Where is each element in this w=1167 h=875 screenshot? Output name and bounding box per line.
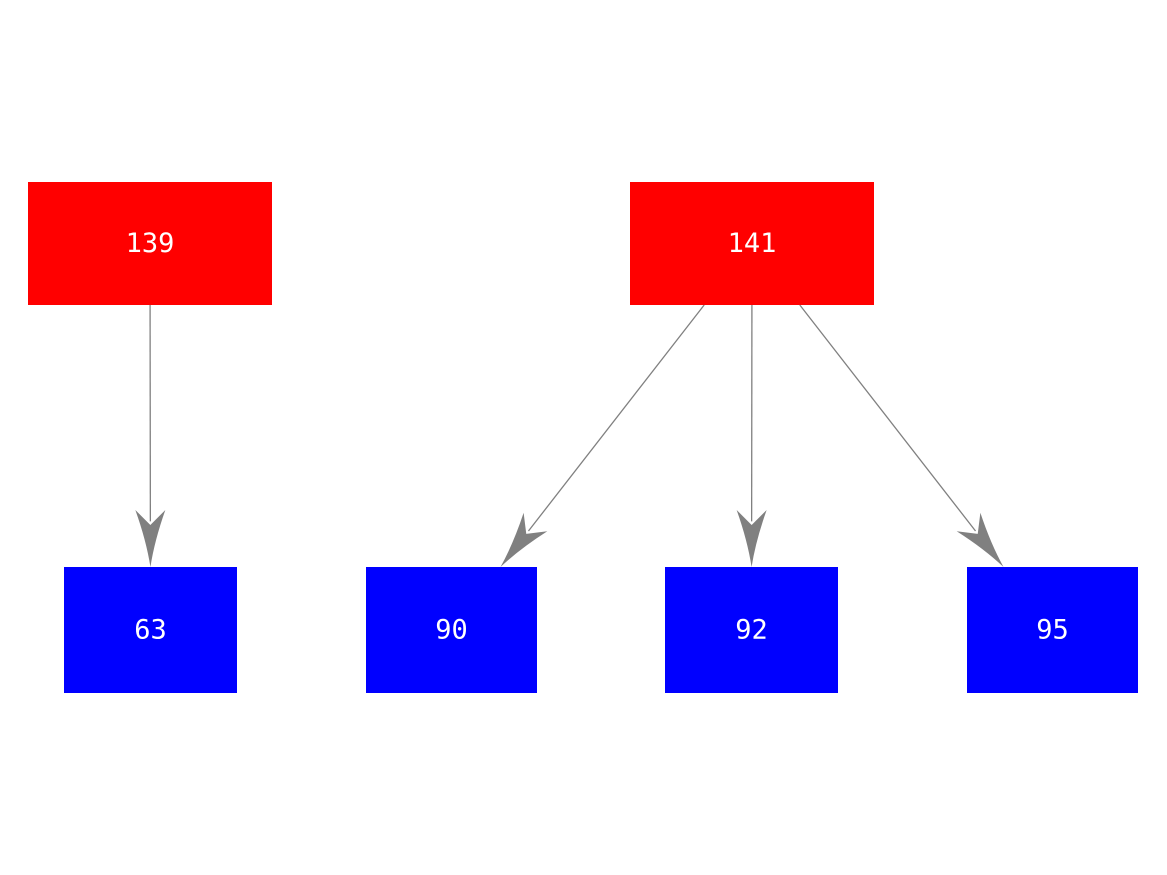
node-box-92 xyxy=(665,567,838,693)
arrowhead-141-90 xyxy=(500,512,548,567)
node-141: 141 xyxy=(630,182,874,305)
node-label-141: 141 xyxy=(728,228,777,259)
node-box-95 xyxy=(967,567,1138,693)
node-label-95: 95 xyxy=(1036,615,1069,646)
node-label-90: 90 xyxy=(435,615,468,646)
node-90: 90 xyxy=(366,567,537,693)
node-box-139 xyxy=(28,182,272,305)
arrowhead-139-63 xyxy=(135,509,166,567)
node-139: 139 xyxy=(28,182,272,305)
node-label-139: 139 xyxy=(126,228,175,259)
node-label-63: 63 xyxy=(134,615,167,646)
arrowhead-141-92 xyxy=(736,509,767,567)
node-63: 63 xyxy=(64,567,237,693)
edge-141-95 xyxy=(799,304,977,532)
node-95: 95 xyxy=(967,567,1138,693)
node-box-90 xyxy=(366,567,537,693)
node-box-63 xyxy=(64,567,237,693)
node-box-141 xyxy=(630,182,874,305)
node-label-92: 92 xyxy=(735,615,768,646)
edge-141-90 xyxy=(527,304,705,532)
arrowhead-141-95 xyxy=(956,512,1004,567)
node-92: 92 xyxy=(665,567,838,693)
